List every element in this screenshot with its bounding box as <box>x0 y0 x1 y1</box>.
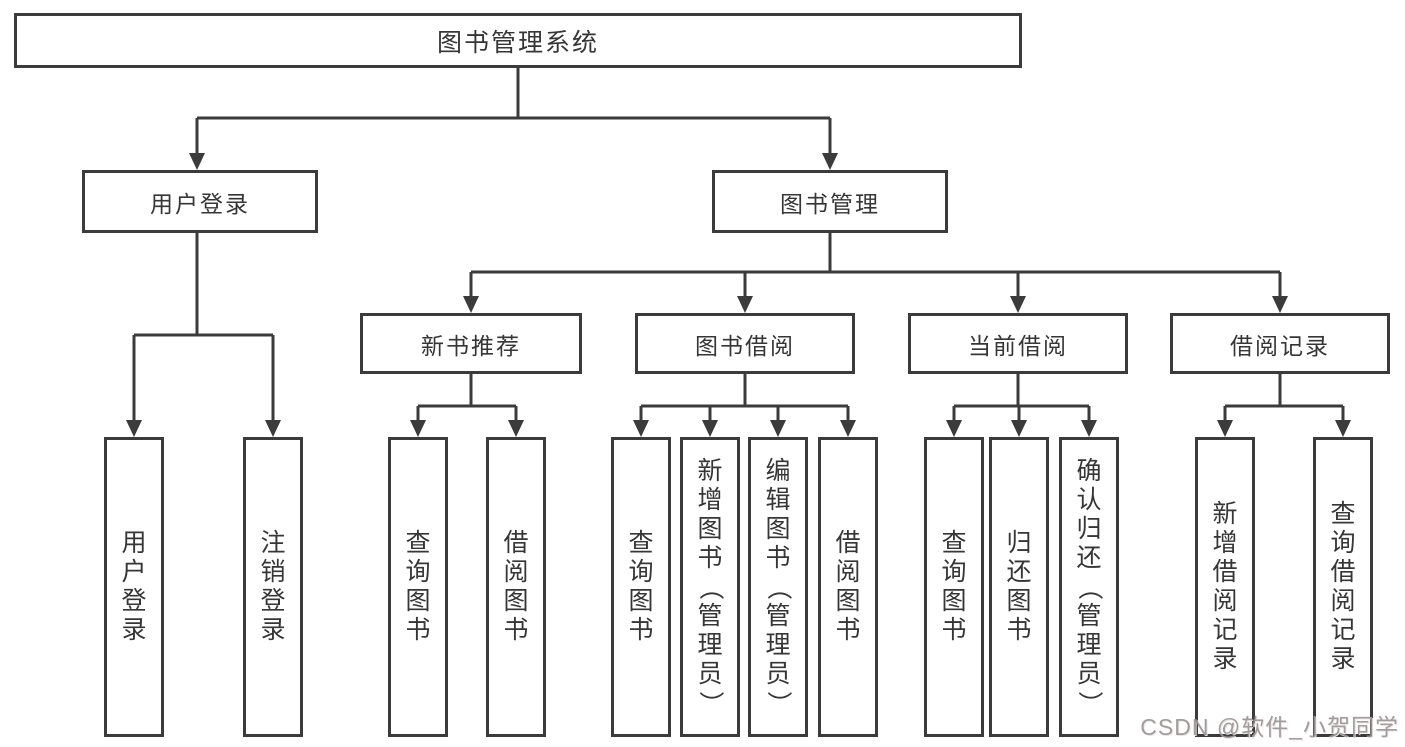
leaf-query-book-borrow: 查询图书 <box>611 437 671 737</box>
leaf-borrow-book: 借阅图书 <box>818 437 878 737</box>
connector-paths <box>132 68 1345 421</box>
node-new-book-recommend: 新书推荐 <box>360 313 582 374</box>
csdn-watermark: CSDN @软件_小贺同学 <box>1140 714 1399 740</box>
node-user-login: 用户登录 <box>82 170 318 233</box>
leaf-edit-book-admin: 编辑图书（管理员） <box>748 437 808 737</box>
node-root-library-management-system: 图书管理系统 <box>14 13 1022 68</box>
leaf-return-book: 归还图书 <box>989 437 1049 737</box>
leaf-confirm-return-admin: 确认归还（管理员） <box>1059 437 1119 737</box>
node-book-management: 图书管理 <box>712 170 948 233</box>
arrowheads <box>126 153 1351 437</box>
leaf-logout: 注销登录 <box>243 437 303 737</box>
leaf-query-borrow-record: 查询借阅记录 <box>1313 437 1373 737</box>
leaf-query-book-current: 查询图书 <box>924 437 984 737</box>
leaf-query-book-recommend: 查询图书 <box>388 437 448 737</box>
leaf-user-login: 用户登录 <box>104 437 164 737</box>
node-book-borrow: 图书借阅 <box>635 313 855 374</box>
node-borrow-record: 借阅记录 <box>1170 313 1390 374</box>
node-current-borrow: 当前借阅 <box>908 313 1128 374</box>
leaf-add-borrow-record: 新增借阅记录 <box>1195 437 1255 737</box>
leaf-borrow-book-recommend: 借阅图书 <box>486 437 546 737</box>
leaf-add-book-admin: 新增图书（管理员） <box>680 437 740 737</box>
